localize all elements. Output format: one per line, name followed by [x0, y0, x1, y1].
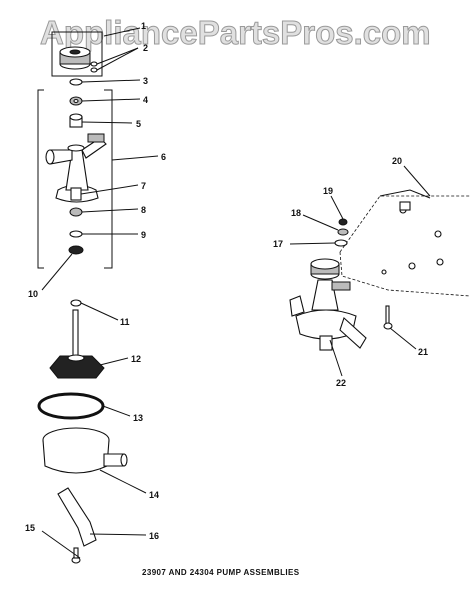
nut-19: [338, 218, 348, 226]
sleeve-5: [69, 113, 83, 128]
pulley-assembly: [51, 31, 103, 77]
watermark: AppliancePartsPros.com: [40, 14, 431, 51]
left-exploded-view: 1 2 3 4 5 6 7 8 9 10 11 12 13 14 15 16: [25, 21, 166, 564]
callout-8: 8: [141, 205, 146, 215]
callout-4: 4: [143, 95, 148, 105]
callout-22: 22: [336, 378, 346, 388]
right-assembled-view: 17 18 19 20 21 22: [273, 156, 471, 388]
callout-19: 19: [323, 186, 333, 196]
washer-3: [69, 78, 83, 86]
washer-17: [334, 239, 348, 247]
spacer-7: [70, 187, 82, 201]
callout-2: 2: [143, 43, 148, 53]
figure-caption: 23907 AND 24304 PUMP ASSEMBLIES: [142, 568, 300, 577]
callout-20: 20: [392, 156, 402, 166]
callout-21: 21: [418, 347, 428, 357]
leader-lines-left: [41, 27, 159, 559]
callout-7: 7: [141, 181, 146, 191]
washer-9: [69, 230, 83, 238]
nut-18: [337, 228, 349, 236]
leader-lines-right: [289, 165, 431, 377]
callout-17: 17: [273, 239, 283, 249]
gasket-13: [37, 392, 105, 420]
seal-10: [68, 245, 84, 255]
callout-3: 3: [143, 76, 148, 86]
callout-16: 16: [149, 531, 159, 541]
callout-11: 11: [120, 317, 130, 327]
washer-11: [70, 299, 82, 307]
lower-housing-14: [42, 427, 128, 474]
strap-16: [57, 487, 97, 547]
screw-21: [383, 305, 393, 330]
pump-assembly-22: [289, 258, 367, 351]
callout-12: 12: [131, 354, 141, 364]
mounting-plate-20: [339, 195, 471, 297]
callout-14: 14: [149, 490, 159, 500]
callout-13: 13: [133, 413, 143, 423]
bushing-4: [69, 96, 83, 106]
screw-15: [71, 547, 81, 564]
callout-5: 5: [136, 119, 141, 129]
callout-10: 10: [28, 289, 38, 299]
callout-1: 1: [141, 21, 146, 31]
callout-18: 18: [291, 208, 301, 218]
ring-8: [69, 207, 83, 217]
callout-15: 15: [25, 523, 35, 533]
callout-6: 6: [161, 152, 166, 162]
impeller-12: [49, 309, 105, 379]
callout-9: 9: [141, 230, 146, 240]
